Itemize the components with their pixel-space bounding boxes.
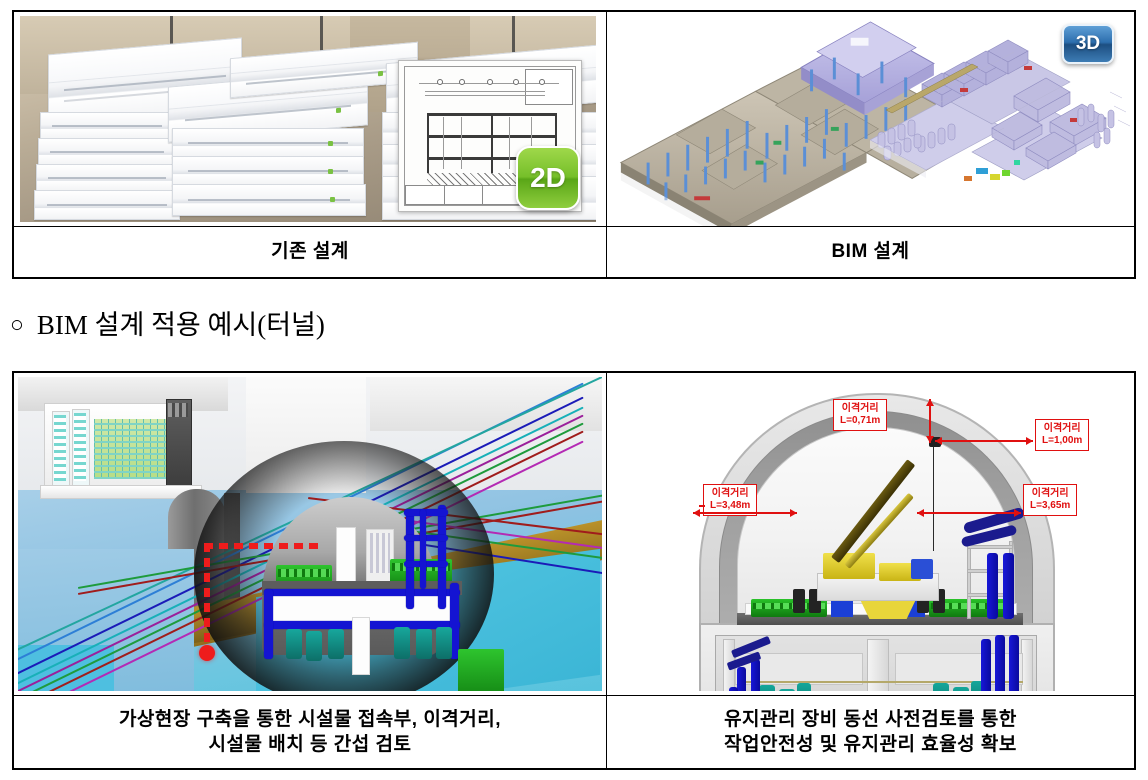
clearance-value: L=3,48m: [710, 499, 751, 511]
caption-tunnel-virtual-site: 가상현장 구축을 통한 시설물 접속부, 이격거리, 시설물 배치 등 간섭 검…: [12, 695, 607, 770]
badge-3d: 3D: [1062, 24, 1114, 64]
drawing-sheet-inset: [398, 60, 582, 212]
caption-existing-design: 기존 설계: [12, 226, 607, 279]
clearance-title: 이격거리: [711, 488, 749, 499]
clearance-arrow-top: [926, 399, 934, 443]
clearance-value: L=3,65m: [1030, 499, 1071, 511]
bim-3d-models: 3D: [607, 12, 1134, 226]
clearance-title: 이격거리: [841, 403, 879, 414]
table-row: 기존 설계 BIM 설계: [12, 226, 1136, 279]
cell-tunnel-cross-section-image: 이격거리 L=0,71m 이격거리 L=1,00m 이격거리: [606, 371, 1136, 696]
callout-dash-horizontal: [204, 543, 324, 549]
stacked-documents-photo: 2D: [20, 16, 596, 222]
clearance-label-left-lower: 이격거리 L=3,48m: [703, 484, 758, 516]
callout-dash-vertical: [204, 543, 210, 653]
comparison-table-tunnel: 이격거리 L=0,71m 이격거리 L=1,00m 이격거리: [12, 371, 1136, 770]
clearance-arrow-left-lower: [693, 509, 797, 517]
photo-stacked-paper-drawings: 2D: [14, 12, 606, 226]
cell-tunnel-virtual-site-image: [12, 371, 607, 696]
bim-model-plant-svg: [869, 39, 1131, 181]
clearance-value: L=1,00m: [1042, 434, 1083, 446]
section-heading-text: BIM 설계 적용 예시(터널): [36, 310, 325, 340]
callout-point-marker: [199, 645, 215, 661]
table-row: 이격거리 L=0,71m 이격거리 L=1,00m 이격거리: [12, 371, 1136, 696]
badge-2d: 2D: [516, 146, 580, 210]
clearance-arrow-right-upper: [935, 437, 1033, 445]
tunnel-virtual-site-interference-view: [14, 373, 606, 695]
table-row: 가상현장 구축을 통한 시설물 접속부, 이격거리, 시설물 배치 등 간섭 검…: [12, 695, 1136, 770]
caption-line-2: 작업안전성 및 유지관리 효율성 확보: [724, 734, 1017, 755]
clearance-title: 이격거리: [1043, 423, 1081, 434]
comparison-table-design: 2D: [12, 10, 1136, 279]
clearance-label-right-upper: 이격거리 L=1,00m: [1035, 419, 1090, 451]
bullet-icon: ○: [10, 312, 24, 337]
caption-bim-design: BIM 설계: [606, 226, 1136, 279]
clearance-arrow-right-lower: [917, 509, 1021, 517]
clearance-title: 이격거리: [1031, 488, 1069, 499]
cell-existing-design-image: 2D: [12, 10, 607, 227]
clearance-label-top: 이격거리 L=0,71m: [833, 399, 888, 431]
caption-line-1: 가상현장 구축을 통한 시설물 접속부, 이격거리,: [118, 708, 502, 730]
clearance-label-right-lower: 이격거리 L=3,65m: [1023, 484, 1078, 516]
section-heading: ○ BIM 설계 적용 예시(터널): [10, 303, 325, 342]
table-row: 2D: [12, 10, 1136, 227]
caption-line-1: 유지관리 장비 동선 사전검토를 통한: [724, 708, 1017, 730]
clearance-value: L=0,71m: [840, 414, 881, 426]
caption-line-2: 시설물 배치 등 간섭 검토: [208, 734, 412, 755]
tunnel-cross-section-clearance-view: 이격거리 L=0,71m 이격거리 L=1,00m 이격거리: [607, 373, 1134, 695]
caption-tunnel-cross-section: 유지관리 장비 동선 사전검토를 통한 작업안전성 및 유지관리 효율성 확보: [606, 695, 1136, 770]
cell-bim-design-image: 3D: [606, 10, 1136, 227]
